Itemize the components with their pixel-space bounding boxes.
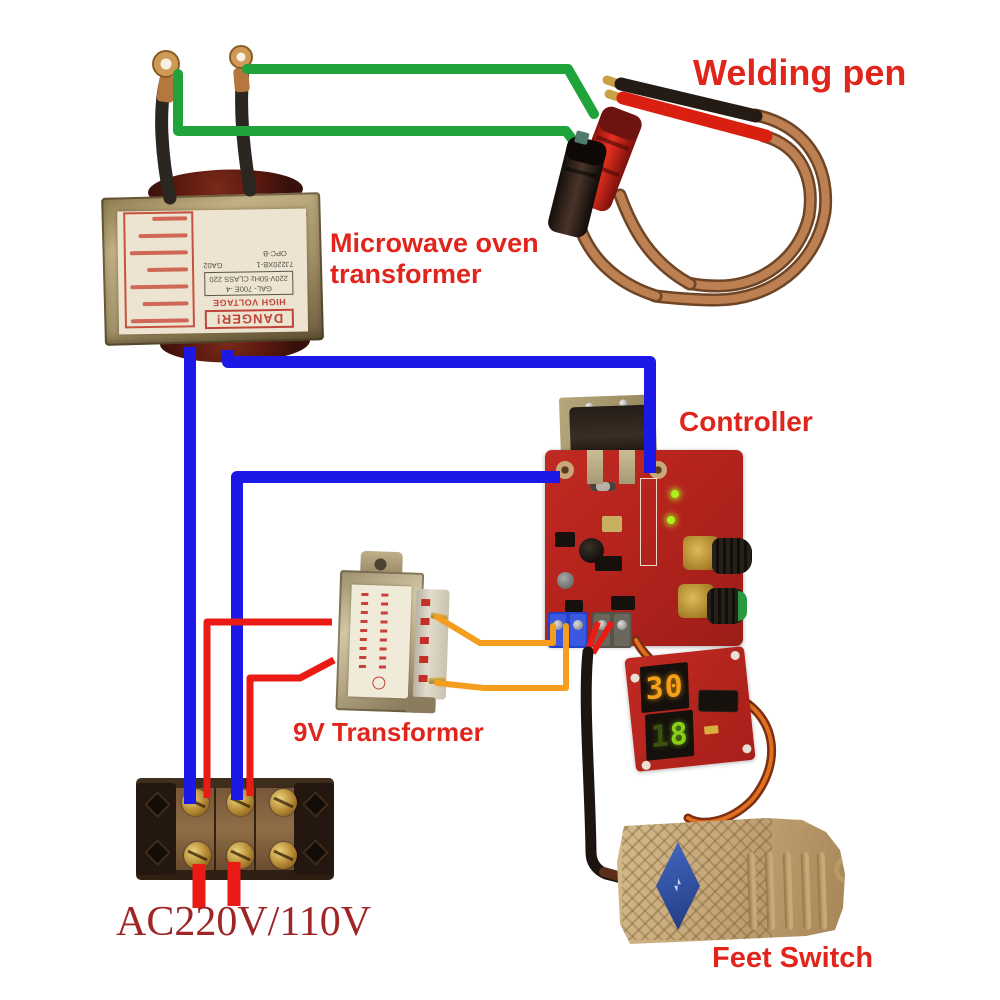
ic-chip xyxy=(565,600,583,612)
orange-wire-9v-secondary-1 xyxy=(434,614,556,646)
header-silkscreen xyxy=(640,478,657,566)
device-leg xyxy=(619,450,635,484)
pen-plug-black xyxy=(548,130,607,238)
controller-pcb xyxy=(545,450,752,648)
green-wire-lower xyxy=(173,69,577,144)
mot-annotation-line1: Microwave oven xyxy=(330,228,539,258)
pcb-corner-hole xyxy=(742,743,752,754)
lug-crimp xyxy=(156,75,177,103)
welding-pen-label: Welding pen xyxy=(693,52,907,93)
orange-wire-9v-secondary-2 xyxy=(434,623,569,691)
pcb-mount-hole xyxy=(556,461,574,479)
display-module: 30 18 xyxy=(624,646,756,772)
terminal-end-cap xyxy=(136,783,176,875)
ic-chip xyxy=(595,556,622,571)
display-current: 30 xyxy=(639,661,690,714)
pcb-corner-hole xyxy=(641,760,652,771)
terminal-end-cap xyxy=(294,783,334,875)
red-wire-9v-primary-1 xyxy=(203,618,332,798)
controller-label: Controller xyxy=(679,406,813,437)
welding-pen-black xyxy=(614,77,763,123)
pcb-corner-hole xyxy=(730,650,741,661)
mot-annotation: Microwave oven transformer xyxy=(330,228,580,290)
switch-wire-red xyxy=(590,620,615,655)
digit: 0 xyxy=(664,668,685,706)
blue-wire-mot-to-controller xyxy=(222,350,656,473)
pedal-groove xyxy=(800,851,812,931)
resistor xyxy=(590,482,616,491)
pen-cable-outer xyxy=(651,111,830,305)
green-led xyxy=(671,490,679,498)
device-leg xyxy=(587,450,603,484)
blue-wire-controller-to-terminal xyxy=(231,471,560,800)
foot-switch[interactable] xyxy=(617,818,845,944)
terminal-screw xyxy=(270,789,297,816)
current-knob[interactable] xyxy=(712,538,752,574)
ring-lug-hole xyxy=(236,52,246,62)
digit: 3 xyxy=(645,670,666,708)
pen-cable-inner xyxy=(684,132,815,291)
ring-lug-hole xyxy=(160,58,172,70)
pedal-ring-lug xyxy=(834,856,845,883)
terminal-divider xyxy=(254,788,256,870)
ic-chip xyxy=(611,596,635,610)
9v-transformer-label: 9V Transformer xyxy=(293,717,484,747)
pcb-corner-hole xyxy=(630,673,640,684)
display-ic-chip xyxy=(699,690,738,712)
terminal-screw xyxy=(270,842,297,869)
mot-annotation-line2: transformer xyxy=(330,259,482,290)
digit-dim: 1 xyxy=(650,717,671,755)
display-component xyxy=(703,725,719,735)
foot-switch-cable xyxy=(580,646,636,886)
pedal-groove xyxy=(764,851,776,931)
display-time: 18 xyxy=(644,709,695,761)
pen-cable-tail xyxy=(616,191,694,288)
controller-board xyxy=(545,394,755,654)
plug-ferrule xyxy=(574,130,590,145)
electrolytic-cap xyxy=(557,572,574,589)
pen-cable-tail-shadow xyxy=(613,188,697,291)
green-led xyxy=(667,516,675,524)
pedal-groove xyxy=(816,851,828,931)
ic-chip xyxy=(555,532,575,547)
pen-cable-inner-shadow xyxy=(681,129,817,293)
lug-crimp xyxy=(233,67,250,93)
ac-input-label: AC220V/110V xyxy=(116,899,372,945)
pedal-groove xyxy=(782,851,794,931)
time-knob[interactable] xyxy=(707,588,747,624)
feet-switch-label: Feet Switch xyxy=(712,942,874,974)
green-wire-upper xyxy=(242,64,599,119)
digit: 8 xyxy=(669,715,690,753)
red-wire-9v-primary-2 xyxy=(246,656,336,796)
terminal-divider xyxy=(214,788,216,870)
welding-pen-red xyxy=(616,91,773,143)
optocoupler xyxy=(602,516,622,532)
